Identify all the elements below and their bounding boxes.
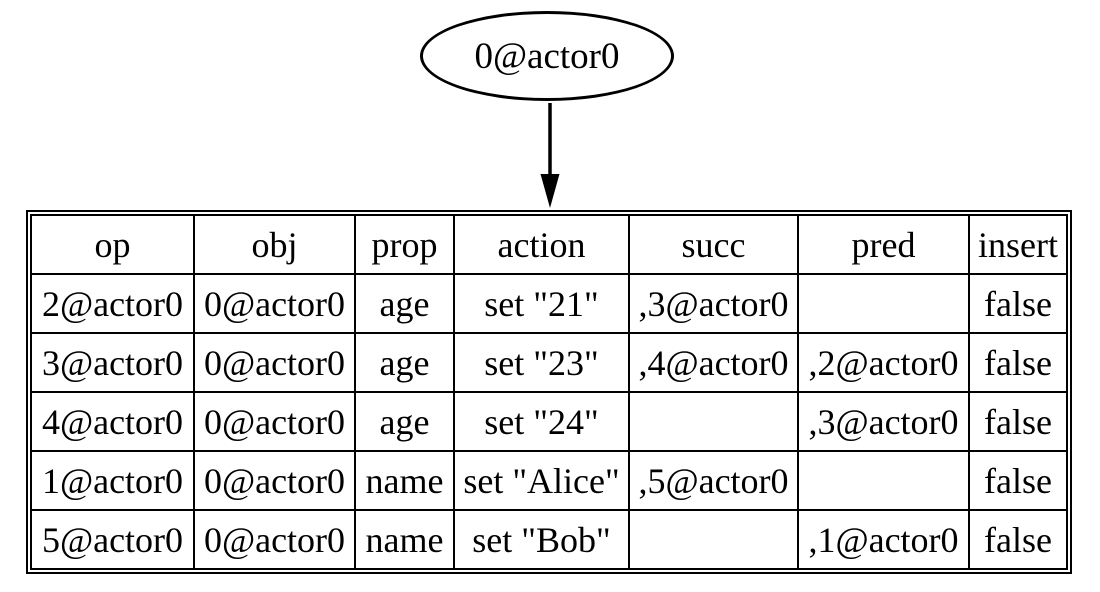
cell-pred	[797, 273, 970, 334]
table-row: 2@actor0 0@actor0 age set "21" ,3@actor0…	[30, 273, 1068, 334]
cell-pred: ,2@actor0	[797, 332, 970, 393]
cell-insert: false	[968, 391, 1068, 452]
column-header-pred: pred	[797, 214, 970, 275]
cell-obj: 0@actor0	[193, 273, 356, 334]
table-header-row: op obj prop action succ pred insert	[30, 214, 1068, 275]
cell-succ: ,3@actor0	[628, 273, 799, 334]
cell-op: 2@actor0	[30, 273, 195, 334]
cell-succ	[628, 509, 799, 570]
cell-prop: age	[354, 332, 455, 393]
graph-node-ellipse: 0@actor0	[420, 11, 674, 101]
column-header-op: op	[30, 214, 195, 275]
arrow-down-icon	[540, 103, 560, 208]
column-header-obj: obj	[193, 214, 356, 275]
cell-op: 4@actor0	[30, 391, 195, 452]
cell-obj: 0@actor0	[193, 332, 356, 393]
cell-action: set "23"	[453, 332, 630, 393]
graph-node-label: 0@actor0	[474, 35, 620, 77]
cell-pred	[797, 450, 970, 511]
cell-succ	[628, 391, 799, 452]
cell-obj: 0@actor0	[193, 509, 356, 570]
cell-insert: false	[968, 273, 1068, 334]
cell-op: 1@actor0	[30, 450, 195, 511]
cell-prop: name	[354, 509, 455, 570]
cell-pred: ,3@actor0	[797, 391, 970, 452]
cell-op: 5@actor0	[30, 509, 195, 570]
cell-action: set "24"	[453, 391, 630, 452]
column-header-succ: succ	[628, 214, 799, 275]
cell-action: set "Bob"	[453, 509, 630, 570]
column-header-insert: insert	[968, 214, 1068, 275]
column-header-prop: prop	[354, 214, 455, 275]
table-row: 4@actor0 0@actor0 age set "24" ,3@actor0…	[30, 391, 1068, 452]
table-row: 5@actor0 0@actor0 name set "Bob" ,1@acto…	[30, 509, 1068, 570]
cell-succ: ,5@actor0	[628, 450, 799, 511]
cell-obj: 0@actor0	[193, 450, 356, 511]
table-row: 1@actor0 0@actor0 name set "Alice" ,5@ac…	[30, 450, 1068, 511]
cell-action: set "21"	[453, 273, 630, 334]
table-row: 3@actor0 0@actor0 age set "23" ,4@actor0…	[30, 332, 1068, 393]
cell-insert: false	[968, 332, 1068, 393]
operations-table-border: op obj prop action succ pred insert 2@ac…	[26, 210, 1072, 574]
cell-pred: ,1@actor0	[797, 509, 970, 570]
cell-insert: false	[968, 450, 1068, 511]
cell-obj: 0@actor0	[193, 391, 356, 452]
column-header-action: action	[453, 214, 630, 275]
operations-table: op obj prop action succ pred insert 2@ac…	[30, 214, 1068, 570]
cell-action: set "Alice"	[453, 450, 630, 511]
cell-prop: age	[354, 273, 455, 334]
cell-op: 3@actor0	[30, 332, 195, 393]
edge-arrow	[540, 103, 560, 208]
cell-insert: false	[968, 509, 1068, 570]
cell-prop: age	[354, 391, 455, 452]
cell-prop: name	[354, 450, 455, 511]
cell-succ: ,4@actor0	[628, 332, 799, 393]
